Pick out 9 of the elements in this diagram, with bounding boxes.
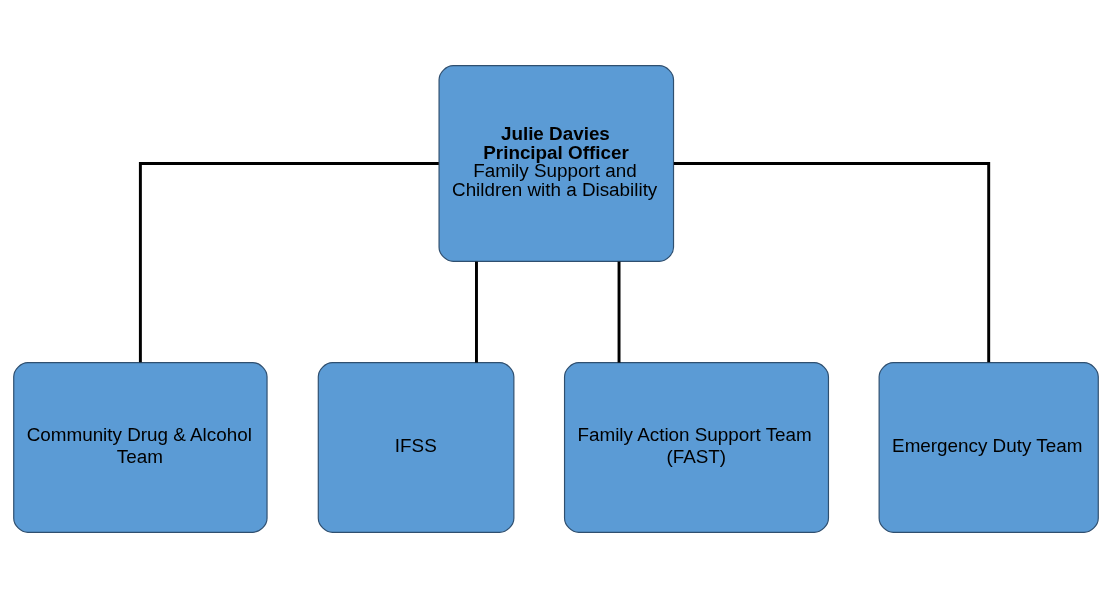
connector bbox=[475, 261, 478, 363]
node-box: Family Action Support Team (FAST) bbox=[563, 362, 830, 533]
connector bbox=[138, 162, 439, 363]
node-box: Julie Davies Principal Officer Family Support and Children with a Disability bbox=[438, 65, 675, 262]
node-box: Community Drug & Alcohol Team bbox=[13, 362, 268, 533]
node-box: Emergency Duty Team bbox=[878, 362, 1099, 533]
connector bbox=[673, 162, 991, 363]
node-box: IFSS bbox=[317, 362, 515, 533]
connector bbox=[617, 261, 621, 363]
